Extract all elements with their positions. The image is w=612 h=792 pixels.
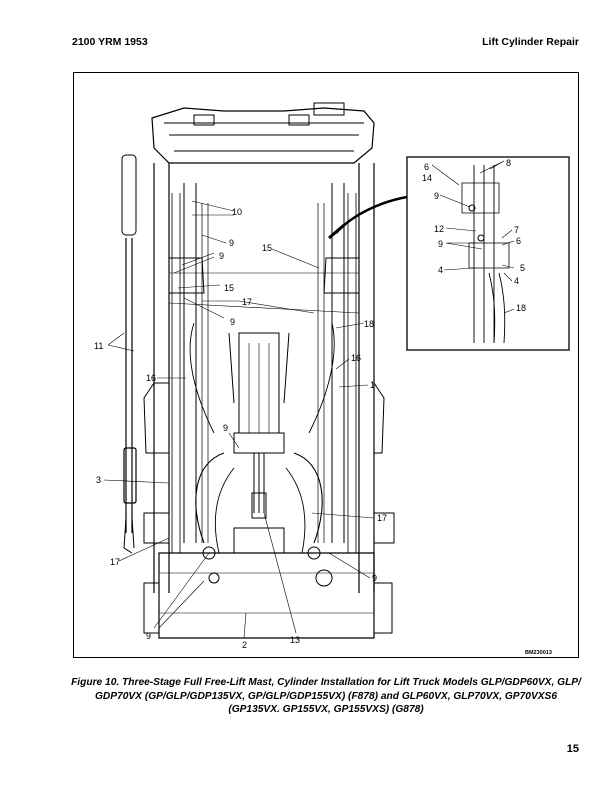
mast-cylinder-illustration: 10 9 9 15 17 9 11 16 15 18 16 1 9 3 17 1… [94, 102, 570, 656]
page-number: 15 [566, 743, 579, 755]
inset-callout-9: 9 [434, 191, 439, 201]
callout-9: 9 [372, 573, 377, 583]
callout-10: 10 [232, 207, 242, 217]
caption-line-1: Figure 10. Three-Stage Full Free-Lift Ma… [71, 677, 581, 688]
inset-callout-8: 8 [506, 158, 511, 168]
callout-18: 18 [364, 319, 374, 329]
callout-15: 15 [262, 243, 272, 253]
inset-callout-12: 12 [434, 224, 444, 234]
callout-16: 16 [351, 353, 361, 363]
callout-2: 2 [242, 640, 247, 650]
callout-3: 3 [96, 475, 101, 485]
inset-callout-14: 14 [422, 173, 432, 183]
callout-17: 17 [377, 513, 387, 523]
callout-9: 9 [229, 238, 234, 248]
callout-1: 1 [370, 380, 375, 390]
callout-9: 9 [223, 423, 228, 433]
header-section-title: Lift Cylinder Repair [482, 36, 579, 48]
caption-line-2: GDP70VX (GP/GLP/GDP135VX, GP/GLP/GDP155V… [94, 690, 557, 702]
inset-callout-4: 4 [514, 276, 519, 286]
callout-15: 15 [224, 283, 234, 293]
inset-callout-7: 7 [514, 225, 519, 235]
inset-callout-6: 6 [516, 236, 521, 246]
figure-id-code: BM230013 [525, 650, 552, 656]
callout-16: 16 [146, 373, 156, 383]
callout-13: 13 [290, 635, 300, 645]
callout-9: 9 [219, 251, 224, 261]
header-doc-code: 2100 YRM 1953 [72, 36, 148, 48]
inset-callout-9: 9 [438, 239, 443, 249]
figure-frame: 10 9 9 15 17 9 11 16 15 18 16 1 9 3 17 1… [73, 72, 579, 658]
inset-callout-5: 5 [520, 263, 525, 273]
caption-line-3: (GP135VX. GP155VX, GP155VXS) (G878) [228, 704, 424, 715]
inset-callout-4: 4 [438, 265, 443, 275]
figure-caption: Figure 10. Three-Stage Full Free-Lift Ma… [60, 676, 592, 717]
callout-9: 9 [146, 631, 151, 641]
callout-17: 17 [110, 557, 120, 567]
inset-callout-18: 18 [516, 303, 526, 313]
callout-9: 9 [230, 317, 235, 327]
inset-callout-6: 6 [424, 162, 429, 172]
callout-17: 17 [242, 297, 252, 307]
callout-11: 11 [94, 341, 103, 351]
